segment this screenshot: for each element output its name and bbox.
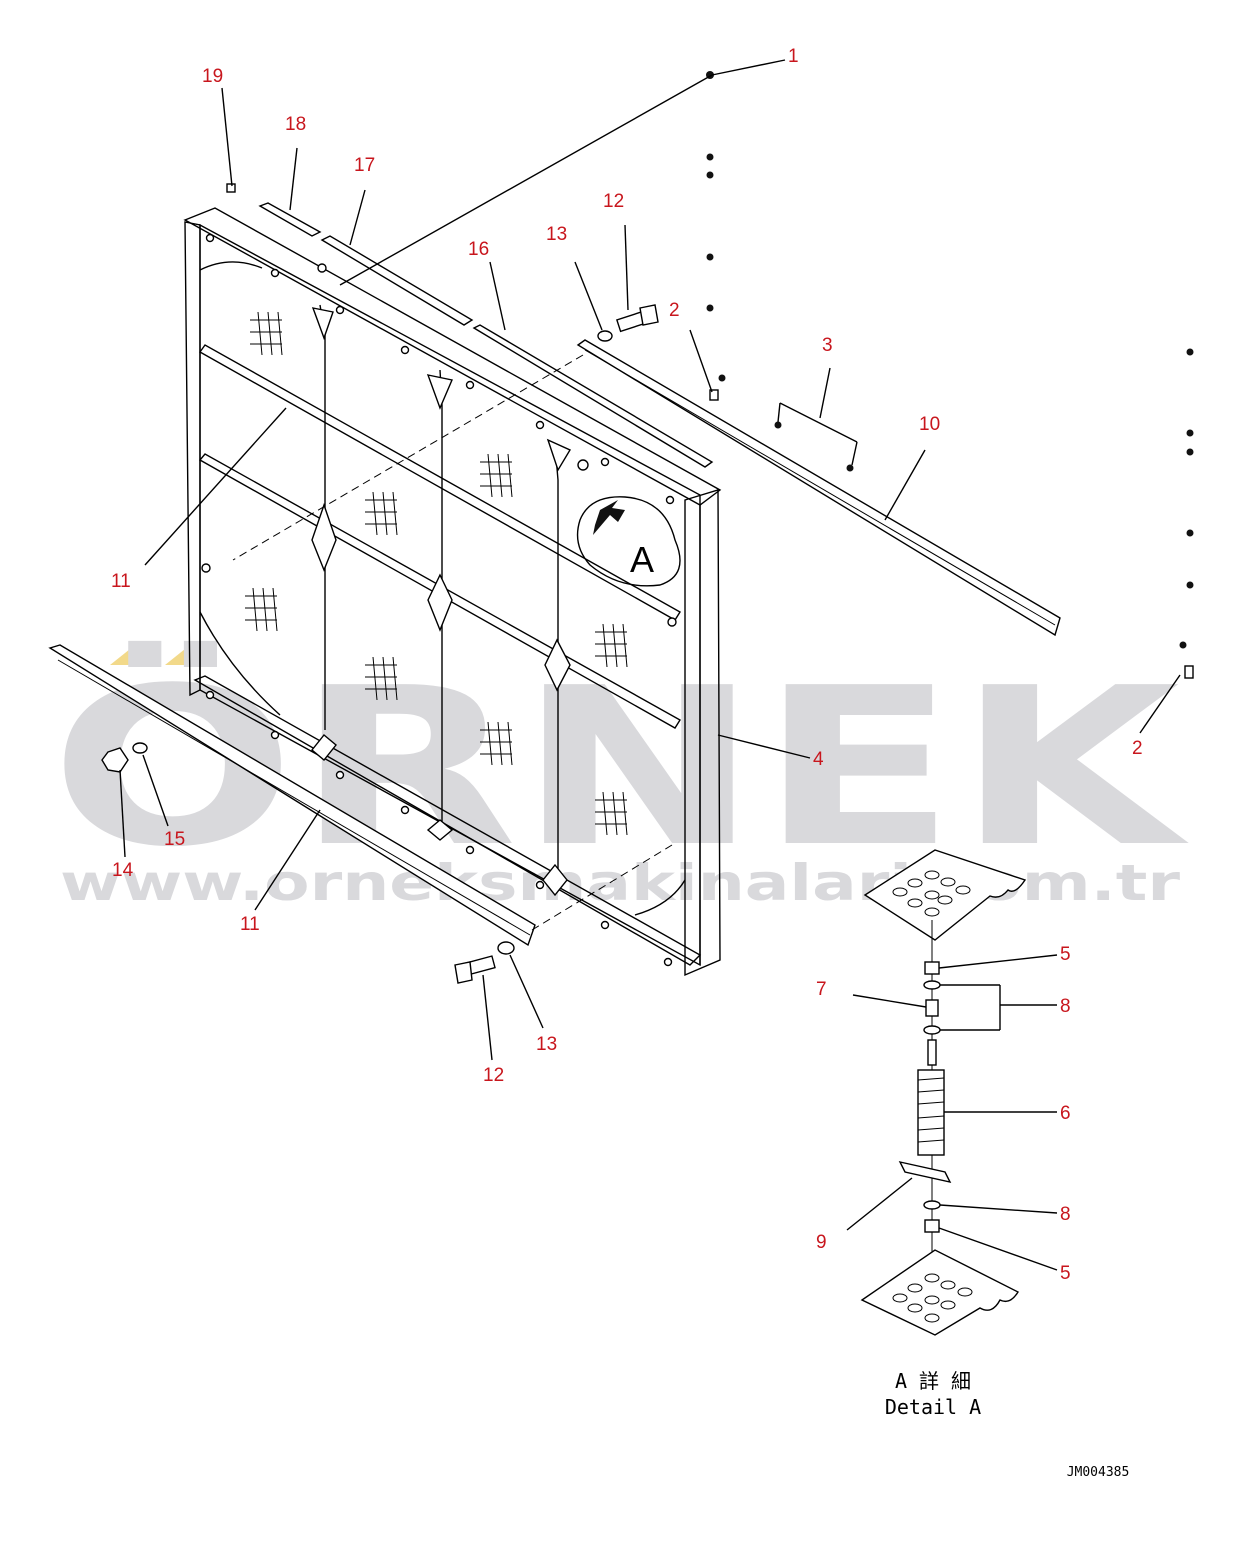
callout-numbers: 1 2 2 3 4 5 5 6 7 8 8 9 10 11 11 12 12 1… (111, 46, 1143, 1284)
washer-13-bottom (497, 941, 515, 955)
brace-upper (198, 344, 681, 621)
frame-bottom-rail (193, 675, 702, 966)
leader-lines (119, 59, 1181, 1271)
watermark: ÖRNEK www.orneksmakinalari.com.tr (50, 641, 1189, 912)
seal-strip-18 (258, 202, 322, 237)
callout-2-right: 2 (1132, 738, 1143, 759)
callout-11-upper: 11 (111, 571, 131, 592)
callout-12-top: 12 (603, 191, 624, 212)
callout-13-top: 13 (546, 224, 567, 245)
nut-5-top (924, 961, 940, 975)
detail-a-letter: A (630, 539, 654, 580)
callout-1: 1 (788, 46, 799, 67)
dashed-leaders (232, 354, 673, 931)
brace-lower (198, 453, 681, 729)
frame-left-post (184, 221, 201, 697)
stud-6-threads (917, 1069, 945, 1156)
callout-5-top: 5 (1060, 944, 1071, 965)
nut-5-bottom (924, 1219, 940, 1233)
washer-15 (132, 742, 148, 754)
callout-8-top: 8 (1060, 996, 1071, 1017)
detail-plate-top (863, 849, 1027, 941)
watermark-accent (110, 645, 205, 665)
callout-3: 3 (822, 335, 833, 356)
rail-10 (576, 339, 1061, 637)
bolt-12-top (615, 304, 659, 333)
washer-8-top (923, 980, 941, 990)
detail-caption-jp: A 詳 細 (895, 1369, 971, 1393)
rail-11 (48, 644, 536, 947)
frame-top-rail (183, 207, 722, 506)
mesh-symbols (245, 311, 628, 836)
detail-a-marker: A (576, 496, 681, 587)
clip-19 (226, 183, 236, 193)
washer-13-top (597, 330, 613, 342)
detail-caption-en: Detail A (885, 1395, 981, 1419)
callout-10: 10 (919, 414, 940, 435)
callout-11-lower: 11 (240, 914, 260, 935)
nut-column-right (1179, 348, 1194, 679)
callout-2-top: 2 (669, 300, 680, 321)
callout-14: 14 (112, 860, 134, 881)
callout-19: 19 (202, 66, 223, 87)
callout-9: 9 (816, 1232, 827, 1253)
detail-plate-bottom (860, 1249, 1019, 1336)
callout-18: 18 (285, 114, 306, 135)
bracket-9 (898, 1160, 952, 1184)
seal-strip-17 (320, 235, 474, 326)
callout-12-bottom: 12 (483, 1065, 504, 1086)
bolt-12-bottom (454, 955, 496, 984)
callout-13-bottom: 13 (536, 1034, 557, 1055)
drawing-code: JM004385 (1067, 1465, 1130, 1480)
washer-8-bottom (923, 1200, 941, 1210)
arrow-icon (593, 500, 625, 535)
callout-5-bottom: 5 (1060, 1263, 1071, 1284)
callout-4: 4 (813, 749, 824, 770)
callout-15: 15 (164, 829, 185, 850)
spacer-7 (925, 999, 939, 1017)
callout-17: 17 (354, 155, 375, 176)
frame-right-post (684, 489, 721, 977)
callout-7: 7 (816, 979, 827, 1000)
watermark-brand: ÖRNEK (50, 641, 1189, 895)
seal-strip-16 (472, 324, 714, 468)
stud-6-shank (927, 1039, 937, 1066)
callout-8-bottom: 8 (1060, 1204, 1071, 1225)
detail-a-assembly (860, 849, 1027, 1336)
washer-8-mid (923, 1025, 941, 1035)
callout-6: 6 (1060, 1103, 1071, 1124)
callout-16: 16 (468, 239, 489, 260)
frame-bolt-holes (201, 233, 677, 967)
screen-frame-assembly: A (183, 207, 722, 977)
